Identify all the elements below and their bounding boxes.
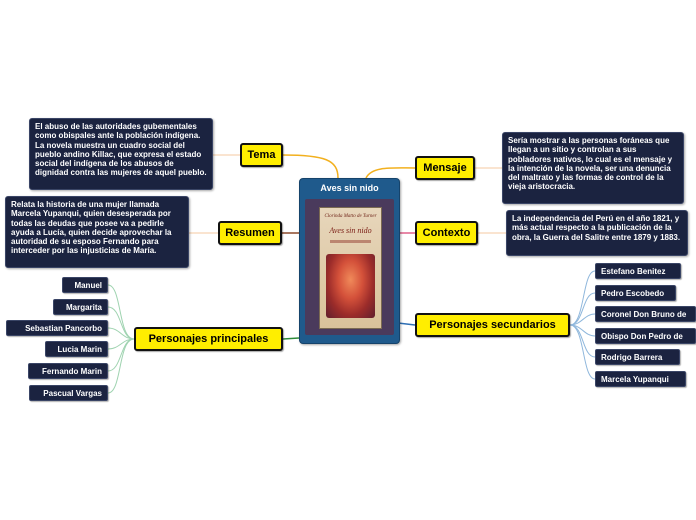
link-tema bbox=[282, 154, 339, 179]
secundarios-item[interactable]: Marcela Yupanqui bbox=[595, 371, 686, 387]
principales-item[interactable]: Lucia Marin bbox=[45, 341, 108, 357]
secundarios-item[interactable]: Rodrigo Barrera bbox=[595, 349, 680, 365]
note-tema: El abuso de las autoridades gubementales… bbox=[29, 118, 213, 190]
book-cover-title: Aves sin nido bbox=[329, 226, 372, 235]
principales-item[interactable]: Margarita bbox=[53, 299, 108, 315]
topic-personajes-secundarios[interactable]: Personajes secundarios bbox=[415, 313, 570, 337]
link-principales-item-1 bbox=[107, 284, 135, 340]
link-secundarios-item-2 bbox=[569, 292, 596, 326]
topic-personajes-principales[interactable]: Personajes principales bbox=[134, 327, 283, 351]
principales-item[interactable]: Fernando Marin bbox=[28, 363, 108, 379]
secundarios-item[interactable]: Coronel Don Bruno de bbox=[595, 306, 696, 322]
link-secundarios-item-6 bbox=[569, 324, 596, 380]
note-mensaje: Sería mostrar a las personas foráneas qu… bbox=[502, 132, 684, 204]
link-secundarios bbox=[397, 322, 416, 326]
principales-item[interactable]: Pascual Vargas bbox=[29, 385, 108, 401]
book-cover-rule bbox=[330, 240, 371, 243]
link-principales-item-2 bbox=[107, 306, 135, 340]
central-topic[interactable]: Aves sin nido Clorinda Matto de Turner A… bbox=[299, 178, 400, 344]
secundarios-item[interactable]: Estefano Benitez bbox=[595, 263, 681, 279]
principales-item[interactable]: Manuel bbox=[62, 277, 108, 293]
note-contexto: La independencia del Perú en el año 1821… bbox=[506, 210, 688, 256]
topic-tema[interactable]: Tema bbox=[240, 143, 283, 167]
secundarios-item[interactable]: Obispo Don Pedro de bbox=[595, 328, 696, 344]
note-resumen: Relata la historia de una mujer llamada … bbox=[5, 196, 189, 268]
topic-resumen[interactable]: Resumen bbox=[218, 221, 282, 245]
principales-item[interactable]: Sebastian Pancorbo bbox=[6, 320, 108, 336]
link-mensaje bbox=[365, 167, 416, 179]
book-cover-author: Clorinda Matto de Turner bbox=[324, 214, 377, 219]
link-secundarios-item-3 bbox=[569, 313, 596, 326]
secundarios-item[interactable]: Pedro Escobedo bbox=[595, 285, 676, 301]
topic-mensaje[interactable]: Mensaje bbox=[415, 156, 475, 180]
link-principales bbox=[282, 337, 300, 340]
link-secundarios-item-1 bbox=[569, 270, 596, 326]
central-topic-title: Aves sin nido bbox=[320, 183, 379, 193]
topic-contexto[interactable]: Contexto bbox=[415, 221, 478, 245]
book-cover-image: Clorinda Matto de Turner Aves sin nido bbox=[305, 199, 394, 335]
link-principales-item-6 bbox=[107, 338, 135, 394]
link-principales-item-3 bbox=[107, 327, 135, 340]
book-cover-illustration bbox=[326, 254, 375, 318]
book-cover: Clorinda Matto de Turner Aves sin nido bbox=[319, 207, 382, 329]
